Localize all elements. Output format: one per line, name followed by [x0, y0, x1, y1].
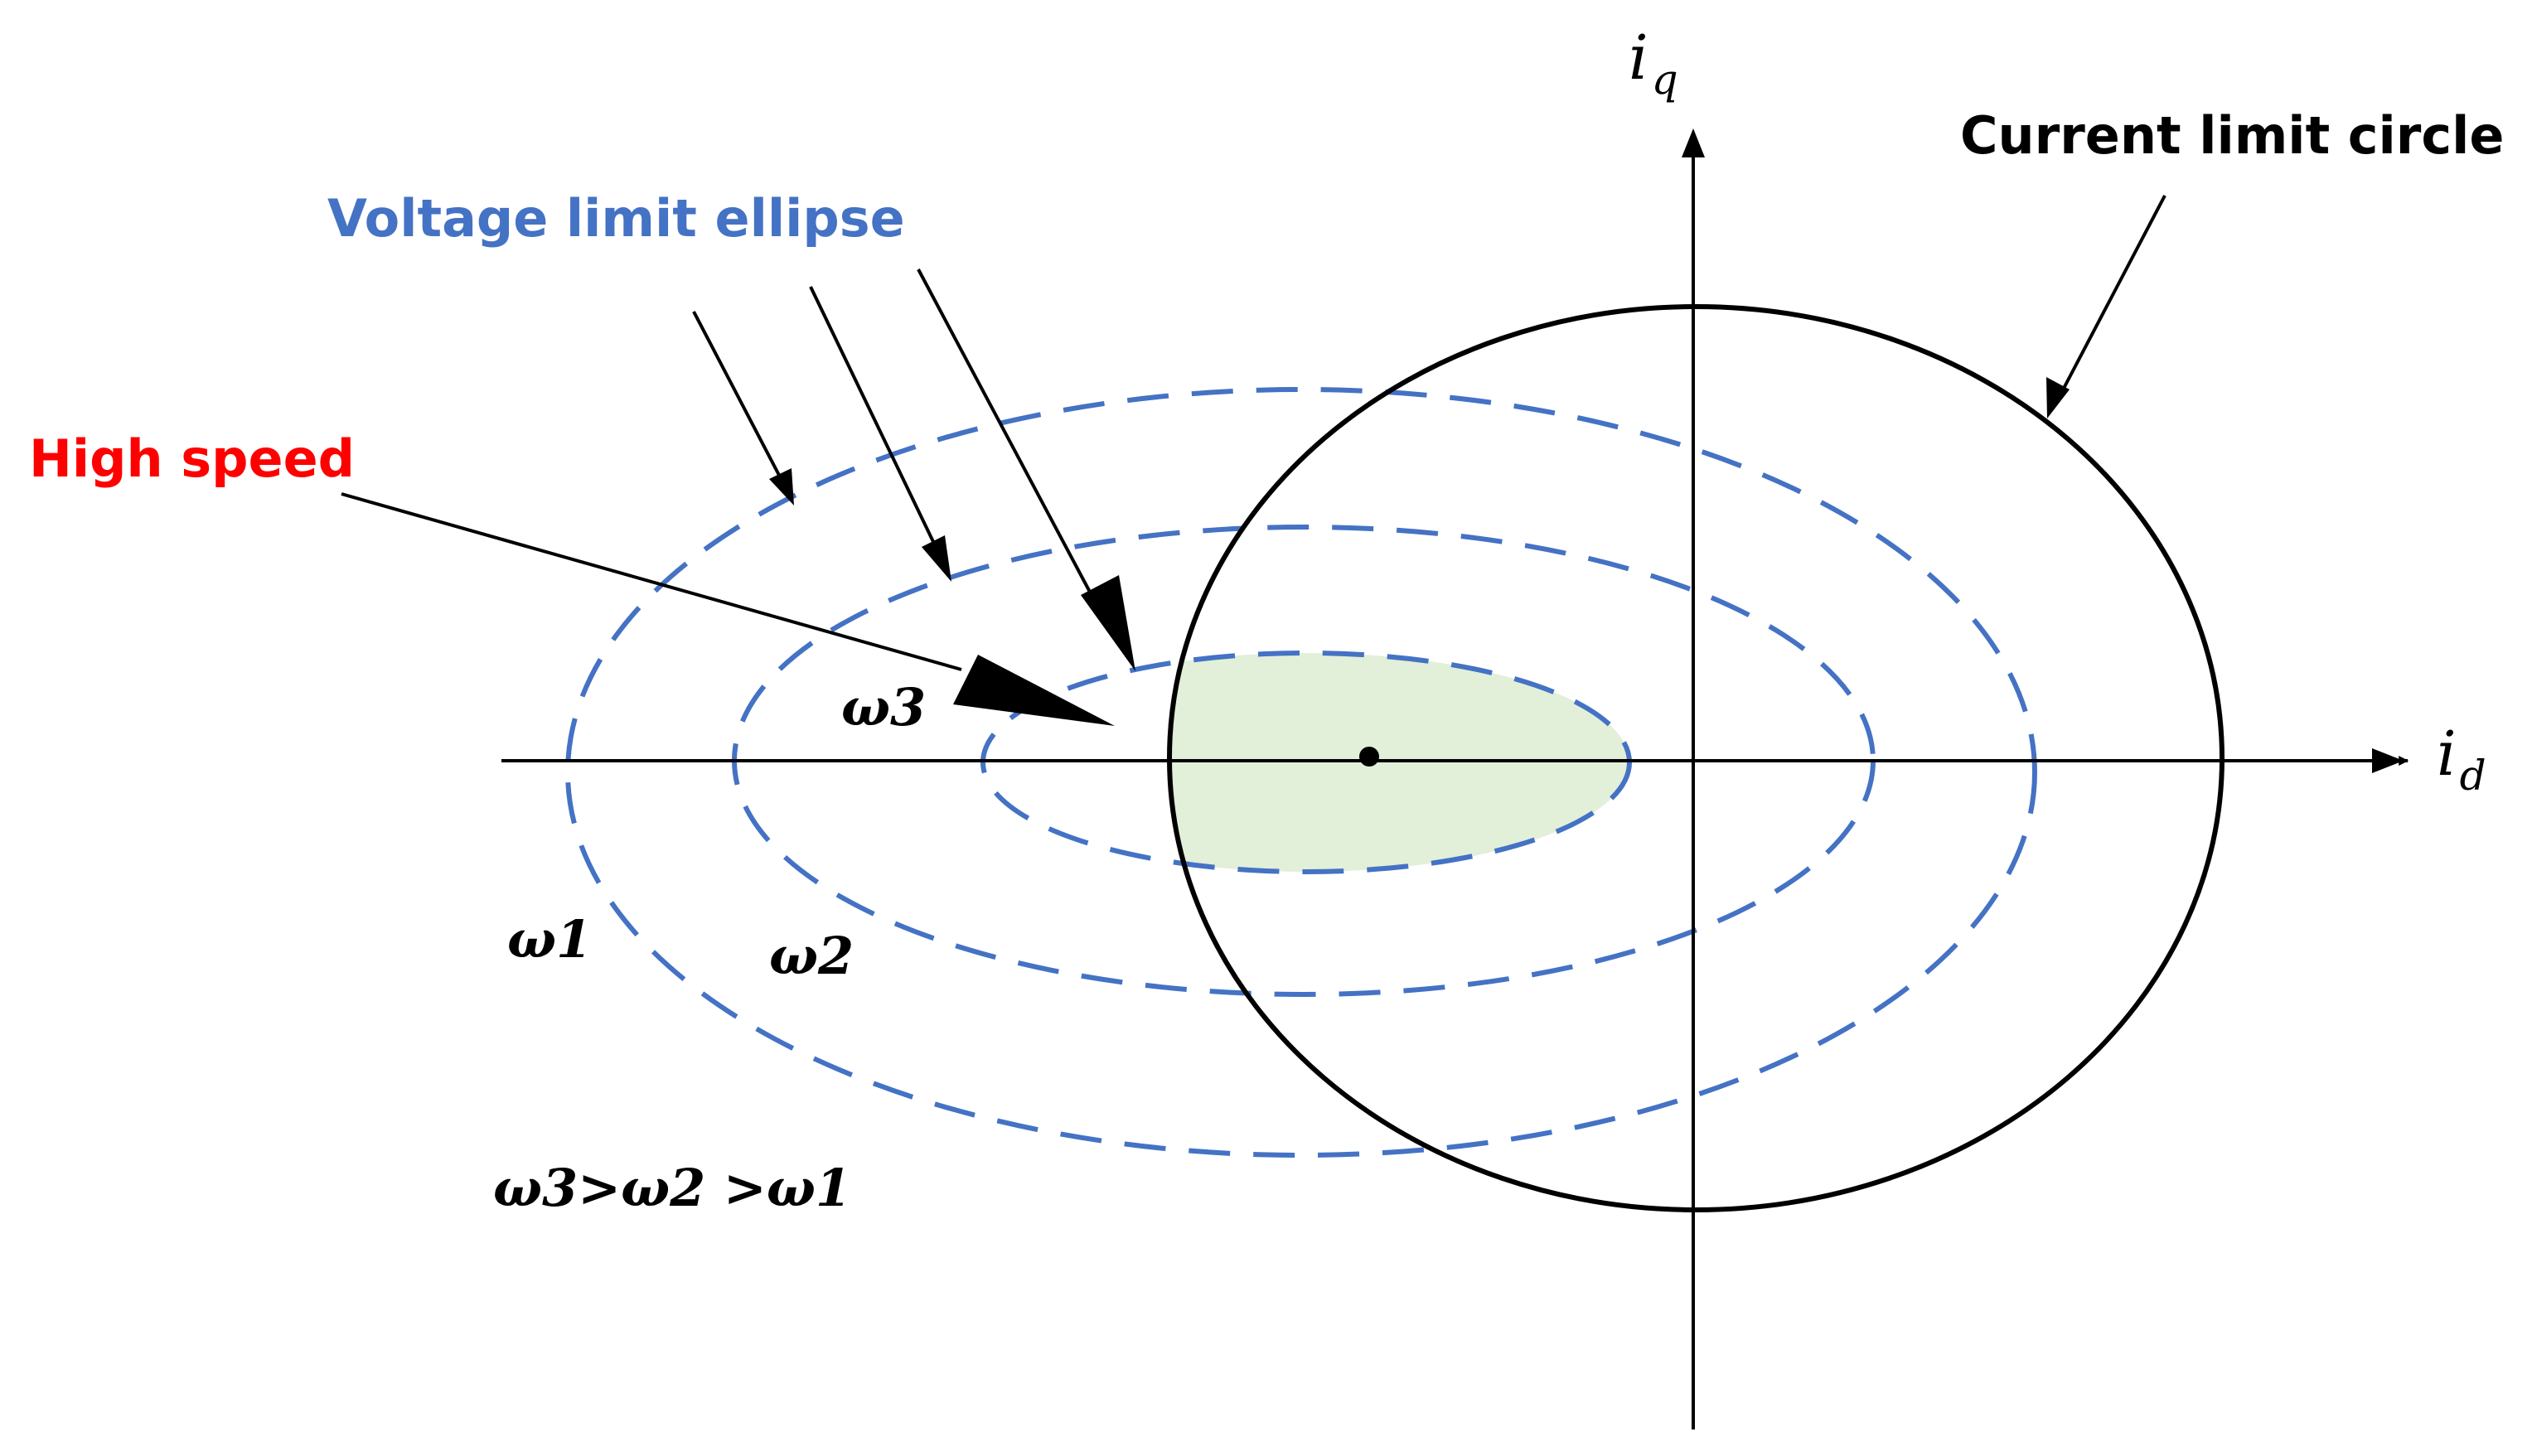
omega2-label: ω2: [769, 926, 854, 986]
current-circle-pointer-arrowhead: [2046, 377, 2070, 418]
voltage-pointer-line-3: [917, 268, 1094, 597]
ellipse-center-dot: [1359, 747, 1379, 767]
id-axis-label: id: [2437, 718, 2486, 800]
voltage-pointer-arrowhead-1: [769, 468, 794, 505]
current-limit-circle-label: Current limit circle: [1960, 105, 2504, 166]
iq-axis-label-main: i: [1629, 22, 1648, 94]
iq-axis-label: iq: [1629, 22, 1678, 104]
omega-relation-label: ω3>ω2 >ω1: [493, 1158, 851, 1218]
omega1-label: ω1: [507, 909, 592, 970]
voltage-ellipse-omega1: [565, 387, 2037, 1158]
voltage-pointer-line-2: [809, 286, 938, 549]
voltage-pointer-arrowhead-3: [1081, 575, 1135, 671]
high-speed-pointer-line: [341, 492, 962, 671]
voltage-pointer-line-1: [692, 311, 785, 484]
current-limit-circle: [1167, 304, 2225, 1212]
high-speed-label: High speed: [29, 428, 355, 489]
iq-axis-arrowhead: [1682, 128, 1705, 157]
current-circle-pointer-line: [2057, 195, 2166, 399]
omega3-label: ω3: [841, 677, 926, 738]
iq-axis-label-sub: q: [1652, 56, 1678, 104]
id-axis-arrowhead: [2372, 748, 2404, 773]
voltage-pointer-arrowhead-2: [922, 535, 951, 582]
high-speed-pointer-arrowhead: [953, 655, 1115, 726]
id-axis-label-main: i: [2437, 718, 2457, 790]
id-axis-label-sub: d: [2460, 752, 2486, 800]
voltage-limit-ellipse-label: Voltage limit ellipse: [327, 188, 905, 249]
